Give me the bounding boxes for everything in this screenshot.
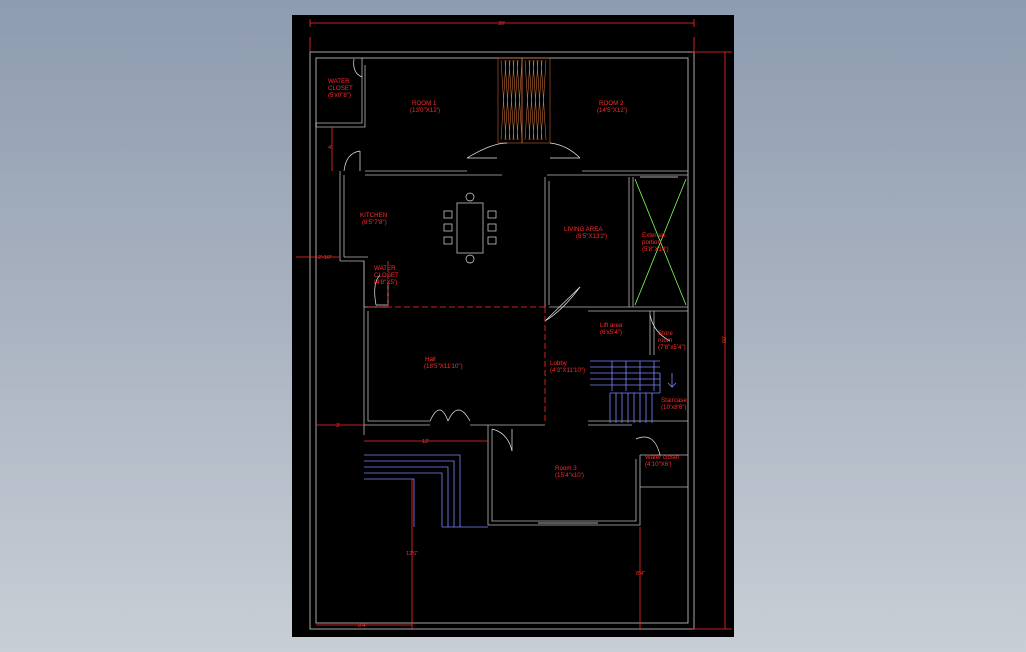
floor-plan: WATER CLOSET (5'x0"8") ROOM 1 (13'0"X12'… xyxy=(296,19,732,630)
wc3-name: Water closet xyxy=(645,454,679,461)
interior-walls xyxy=(316,58,688,526)
wc2-name2: CLOSET xyxy=(374,272,399,279)
lift-name: Lift area xyxy=(600,322,623,329)
store-size: (7'8"x5'4") xyxy=(658,344,686,351)
hall-size: (18'5"X11'10") xyxy=(424,363,463,370)
dining-table xyxy=(443,192,497,264)
room-labels: WATER CLOSET (5'x0"8") ROOM 1 (13'0"X12'… xyxy=(328,78,687,479)
doors xyxy=(343,58,671,456)
staircase-name: Staircase xyxy=(661,397,687,404)
windows xyxy=(315,123,678,524)
drawing-sheet: WATER CLOSET (5'x0"8") ROOM 1 (13'0"X12'… xyxy=(292,15,734,637)
dim-right-height: 50' xyxy=(722,336,728,343)
hatched-chimney xyxy=(497,57,551,144)
room1-name: ROOM 1 xyxy=(412,100,437,107)
dim-top-width: 30' xyxy=(498,21,505,27)
wc1-name2: CLOSET xyxy=(328,85,353,92)
room3-size: (15'4"x10') xyxy=(555,472,584,479)
room1-size: (13'0"X12') xyxy=(410,107,440,114)
dim-bottom-offset: 8'4" xyxy=(358,623,367,629)
dim-vertical-small: 4' xyxy=(328,145,332,151)
dimension-labels: 30' 50' 2'-10" 3' 12' 4' 12'6" 8'4" 8'4" xyxy=(318,21,728,629)
dim-left-mid: 3' xyxy=(336,423,340,429)
dim-passage: 12' xyxy=(422,439,429,445)
wc1-name: WATER xyxy=(328,78,350,85)
lift-size: (6'x5'4") xyxy=(600,329,622,336)
staircase-upper xyxy=(590,360,677,423)
hall-name: Hall xyxy=(425,356,436,363)
dim-vertical-bottom-right: 8'4" xyxy=(636,571,645,577)
dimension-lines xyxy=(296,19,732,630)
kitchen-name: KITCHEN xyxy=(360,212,387,219)
room2-name: ROOM 2 xyxy=(599,100,624,107)
wc1-size: (5'x0"8") xyxy=(328,92,351,99)
lobby-name: Lobby xyxy=(550,360,568,367)
store-name2: room xyxy=(658,337,672,344)
dim-vertical-bottom-left: 12'6" xyxy=(406,551,418,557)
wc2-name: WATER xyxy=(374,265,396,272)
staircase-size: (10'x8'6") xyxy=(661,404,687,411)
external-name: External xyxy=(642,232,665,239)
room3-name: Room 3 xyxy=(555,465,577,472)
dim-left-offset: 2'-10" xyxy=(318,255,332,261)
external-size: (5'8"X14') xyxy=(642,246,669,253)
wc3-size: (4'10"X6') xyxy=(645,461,672,468)
room2-size: (14'5"X12') xyxy=(597,107,627,114)
external-portion-cross xyxy=(634,178,687,306)
wc2-size: (4'8"X5') xyxy=(374,279,397,286)
living-size: (8'5"X13'2') xyxy=(576,233,607,240)
lobby-size: (4'3"X11'10") xyxy=(550,367,585,374)
external-name2: portion xyxy=(642,239,661,246)
staircase-lower xyxy=(364,454,488,528)
living-name: LIVING AREA xyxy=(564,226,603,233)
kitchen-size: (8'5"7'8") xyxy=(362,219,387,226)
store-name: Store xyxy=(658,330,673,337)
